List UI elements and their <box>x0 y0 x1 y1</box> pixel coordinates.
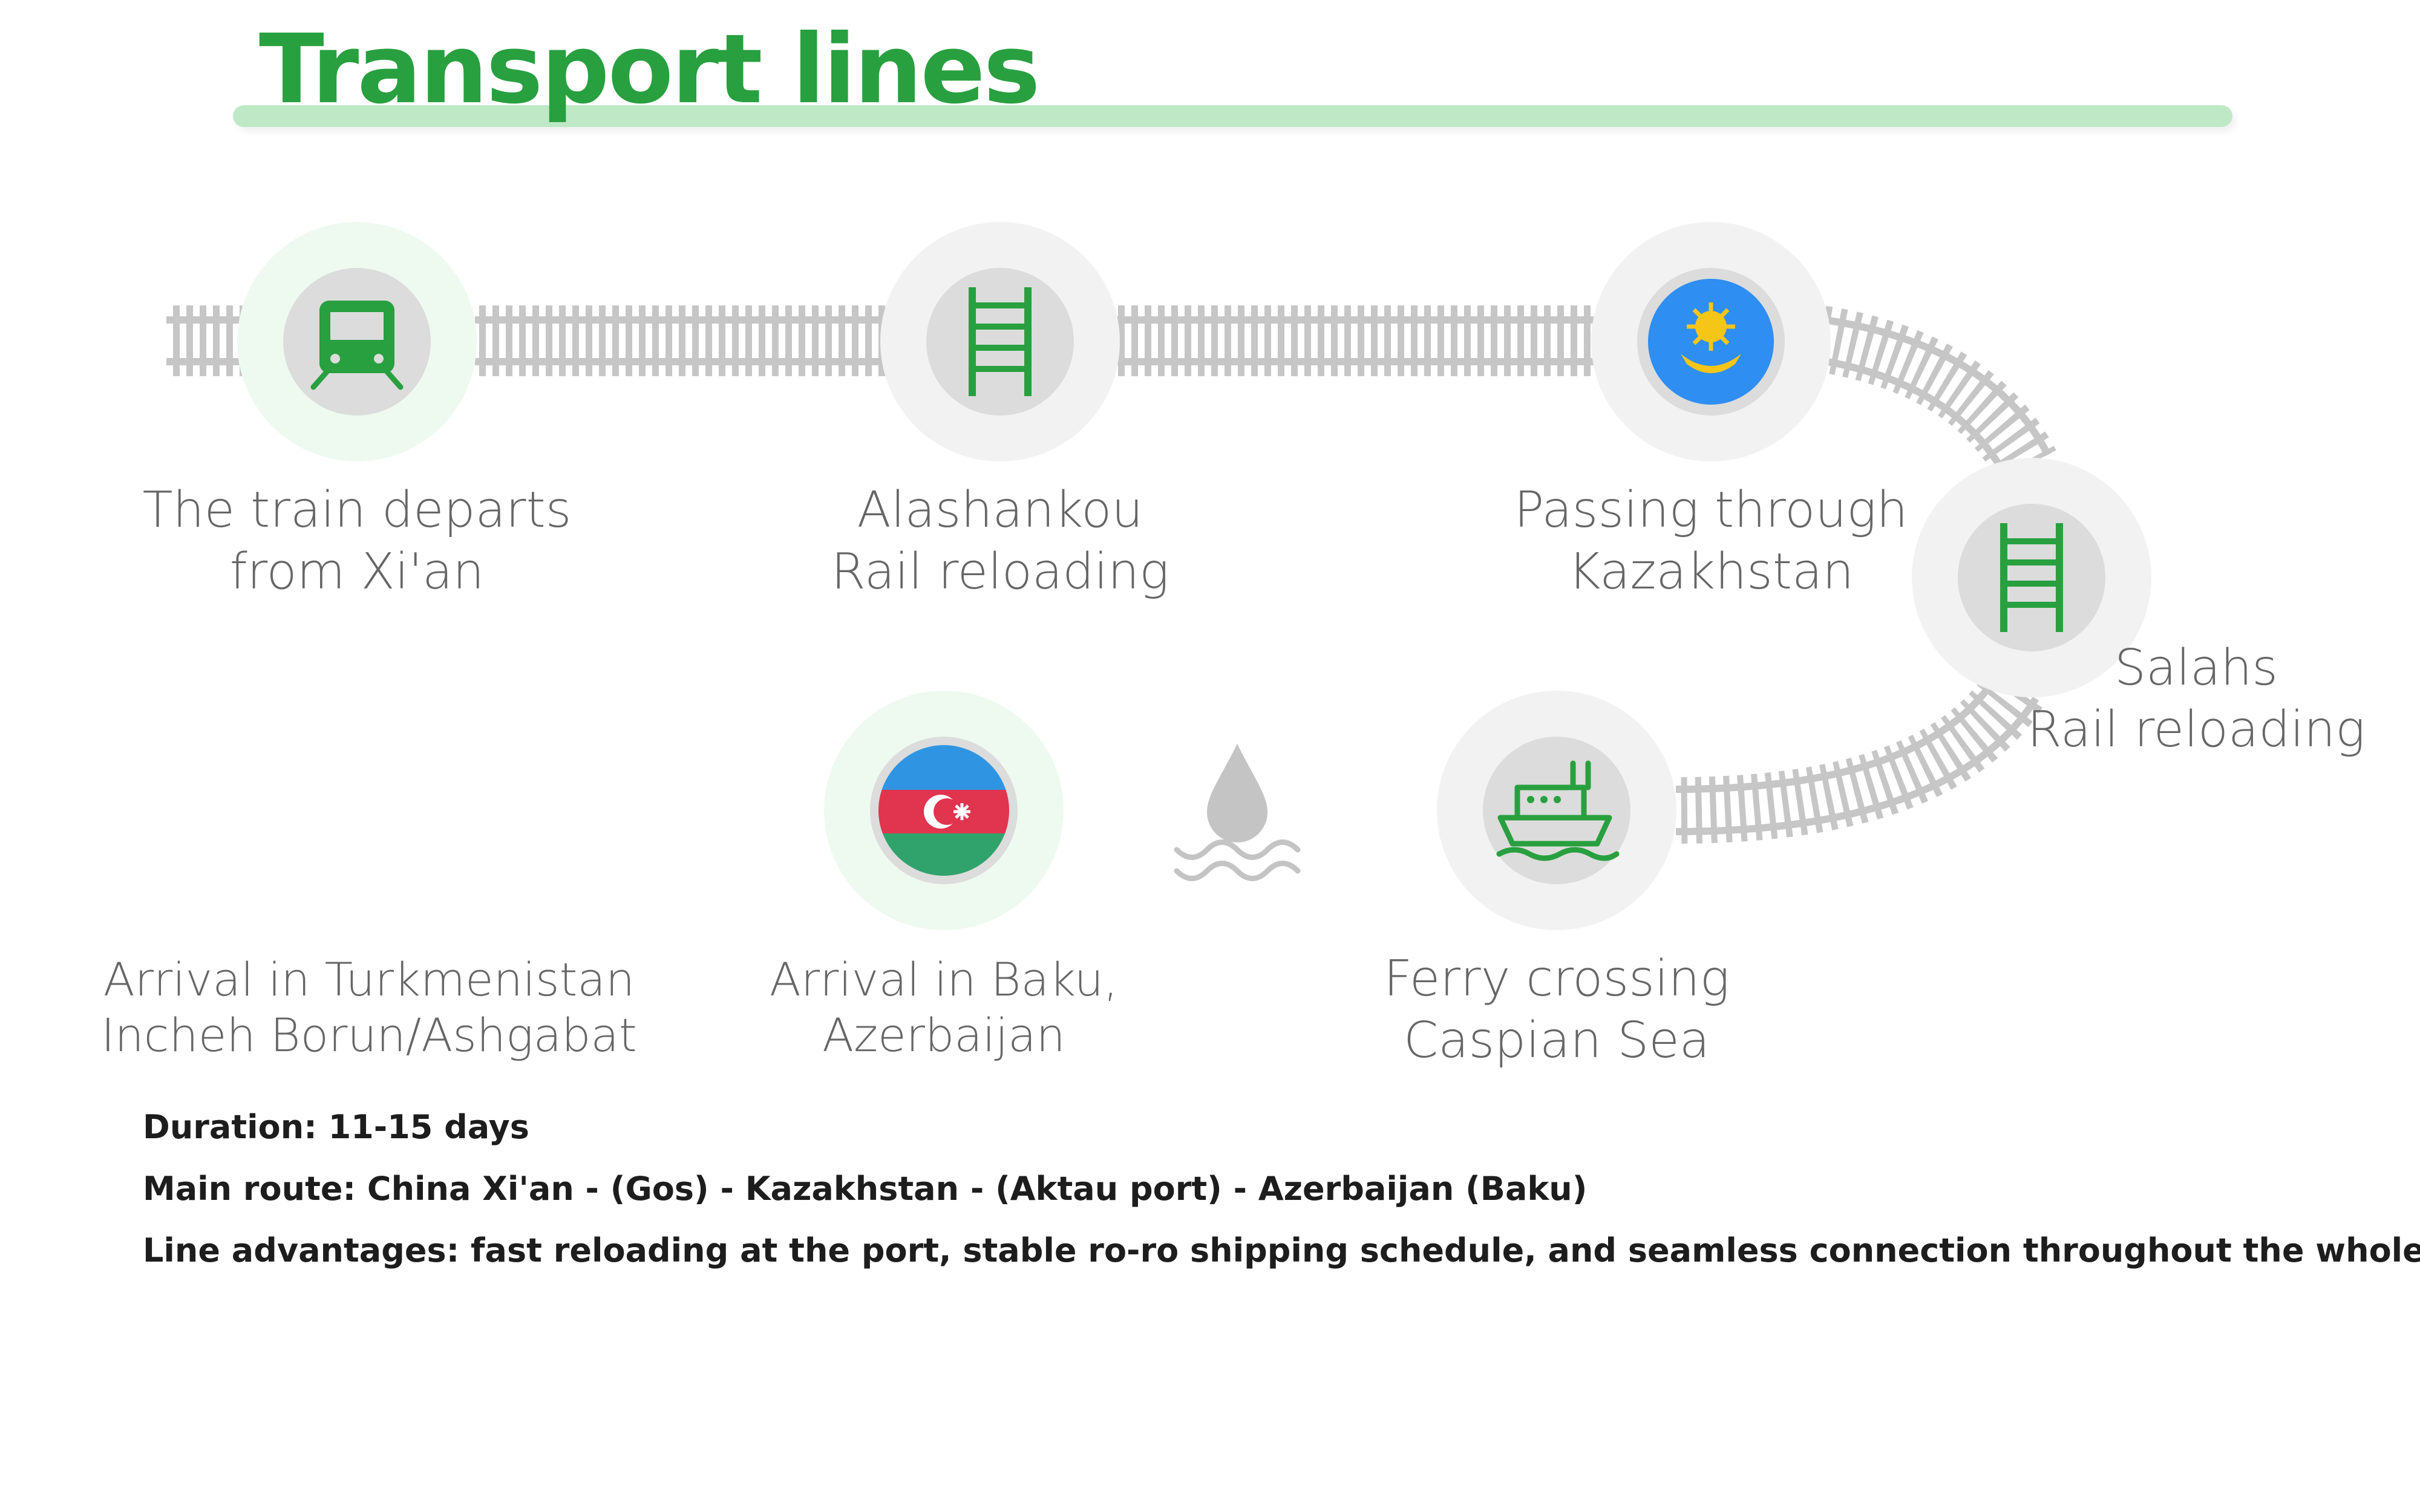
rail-curve-upper <box>1815 305 2056 482</box>
ship-icon <box>1496 760 1620 861</box>
stop-label-line: Arrival in Baku, <box>769 953 1119 1006</box>
rail-segment-1 <box>166 305 245 376</box>
stop-label-line: from Xi'an <box>229 543 485 601</box>
stop-label-baku: Arrival in Baku, Azerbaijan <box>726 952 1162 1063</box>
line-advantages-text: Line advantages: fast reloading at the p… <box>143 1231 2420 1269</box>
stop-label-line: Ferry crossing <box>1384 950 1730 1008</box>
stop-label-line: Arrival in Turkmenistan <box>103 953 635 1006</box>
rail-track-icon <box>2000 523 2063 632</box>
stop-node-kazakhstan <box>1591 222 1831 461</box>
stop-label-line: Caspian Sea <box>1403 1012 1710 1069</box>
main-route-text: Main route: China Xi'an - (Gos) - Kazakh… <box>143 1170 1588 1208</box>
water-drop-icon <box>1174 744 1301 881</box>
rail-curve-lower <box>1675 671 2043 844</box>
stop-label-xian: The train departs from Xi'an <box>139 480 575 603</box>
stop-label-kazakhstan: Passing through Kazakhstan <box>1493 480 1929 603</box>
stop-label-salahs: Salahs Rail reloading <box>2003 637 2390 761</box>
stop-node-xian <box>237 222 477 461</box>
stop-label-line: Rail reloading <box>2027 701 2366 758</box>
kazakhstan-flag-icon <box>1648 279 1774 405</box>
stop-label-line: The train departs <box>142 481 572 539</box>
title-underline-bar <box>233 105 2232 127</box>
stop-label-line: Kazakhstan <box>1568 543 1854 601</box>
stop-label-line: Rail reloading <box>831 543 1169 601</box>
stop-node-salahs <box>1912 458 2151 697</box>
stop-label-alashankou: Alashankou Rail reloading <box>782 480 1218 603</box>
rail-segment-3 <box>1113 305 1597 376</box>
stop-label-line: Passing through <box>1514 481 1908 539</box>
stop-node-ferry <box>1437 691 1676 930</box>
train-icon <box>310 301 404 390</box>
rail-segment-2 <box>475 305 886 376</box>
stop-label-ferry: Ferry crossing Caspian Sea <box>1339 948 1774 1072</box>
stop-node-alashankou <box>880 222 1120 461</box>
stop-label-line: Alashankou <box>857 481 1143 539</box>
stop-label-turkmenistan: Arrival in Turkmenistan Incheh Borun/Ash… <box>97 952 641 1063</box>
duration-text: Duration: 11-15 days <box>143 1108 529 1146</box>
stop-label-line: Azerbaijan <box>822 1008 1065 1062</box>
rail-track-icon <box>969 287 1032 396</box>
stop-label-line: Salahs <box>2114 639 2278 697</box>
stop-node-baku <box>824 691 1064 930</box>
page-title: Transport lines <box>259 14 1041 125</box>
stop-label-line: Incheh Borun/Ashgabat <box>101 1008 637 1062</box>
